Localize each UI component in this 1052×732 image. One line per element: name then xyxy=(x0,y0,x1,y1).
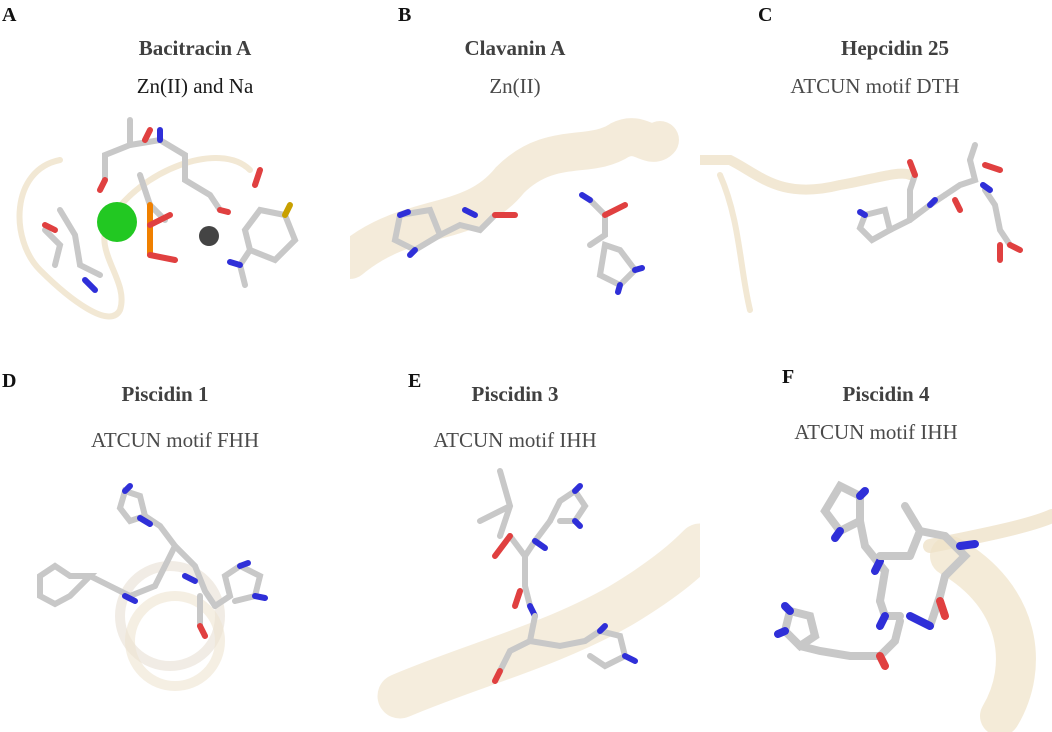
molecule-render xyxy=(700,142,1023,313)
panel-subtitle: ATCUN motif IHH xyxy=(794,420,958,444)
panel-title: Hepcidin 25 xyxy=(841,36,949,60)
panel-subtitle: ATCUN motif FHH xyxy=(90,428,259,452)
panel-letter: A xyxy=(2,4,17,26)
structure-hepcidin-25 xyxy=(700,100,1050,366)
structure-piscidin-4 xyxy=(700,466,1052,732)
panel-subtitle: Zn(II) xyxy=(489,74,541,98)
panel-title: Piscidin 1 xyxy=(121,382,209,406)
panel-title: Clavanin A xyxy=(464,36,566,60)
panel-b: B Clavanin A Zn(II) xyxy=(350,0,700,366)
panel-letter: F xyxy=(782,366,795,388)
molecule-render xyxy=(377,468,700,719)
panel-c: C Hepcidin 25 ATCUN motif DTH xyxy=(700,0,1050,366)
molecule-render xyxy=(774,480,1052,732)
panel-letter: B xyxy=(398,4,412,26)
panel-letter: D xyxy=(2,370,17,392)
panel-letter: E xyxy=(408,370,422,392)
panel-a: A Bacitracin A Zn(II) and Na xyxy=(0,0,350,366)
panel-subtitle: Zn(II) and Na xyxy=(136,74,254,98)
structure-piscidin-3 xyxy=(350,466,700,732)
molecule-render xyxy=(37,483,268,691)
panel-title: Piscidin 4 xyxy=(842,382,930,406)
panel-title: Bacitracin A xyxy=(138,36,252,60)
structure-clavanin-a xyxy=(350,100,700,366)
panel-d: D Piscidin 1 ATCUN motif FHH xyxy=(0,366,350,732)
panel-subtitle: ATCUN motif IHH xyxy=(433,428,597,452)
panel-f: F Piscidin 4 ATCUN motif IHH xyxy=(700,366,1052,732)
panel-title: Piscidin 3 xyxy=(471,382,559,406)
panel-letter: C xyxy=(758,4,773,26)
panel-e: E Piscidin 3 ATCUN motif IHH xyxy=(350,366,700,732)
molecule-render xyxy=(16,117,299,320)
structure-piscidin-1 xyxy=(0,466,350,732)
structure-bacitracin-a xyxy=(0,100,350,366)
panel-subtitle: ATCUN motif DTH xyxy=(790,74,960,98)
molecule-render xyxy=(350,118,679,295)
